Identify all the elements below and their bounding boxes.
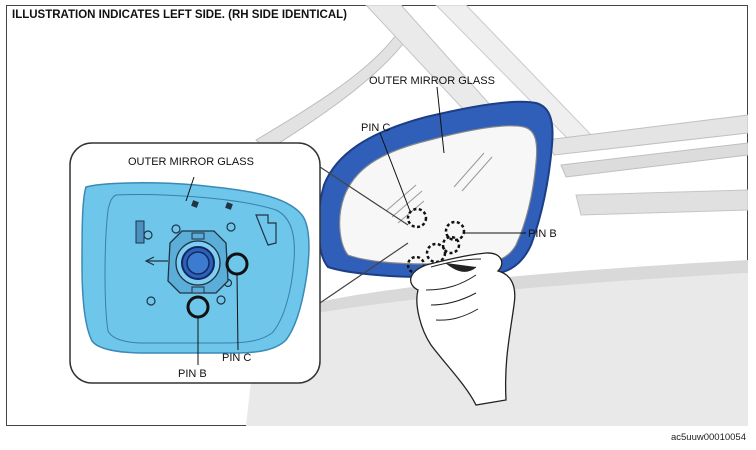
illustration-title: ILLUSTRATION INDICATES LEFT SIDE. (RH SI… <box>12 9 347 21</box>
label-pin-b-main: PIN B <box>528 228 557 240</box>
label-pin-b-inset: PIN B <box>178 368 207 380</box>
label-pin-c-main: PIN C <box>361 122 390 134</box>
label-outer-mirror-glass-main: OUTER MIRROR GLASS <box>369 75 495 87</box>
label-outer-mirror-glass-inset: OUTER MIRROR GLASS <box>128 156 254 168</box>
label-pin-c-inset: PIN C <box>222 352 251 364</box>
mirror-illustration: OUTER MIRROR GLASS PIN C PIN B OUTER MIR… <box>69 5 748 426</box>
figure-code: ac5uuw00010054 <box>670 432 746 443</box>
